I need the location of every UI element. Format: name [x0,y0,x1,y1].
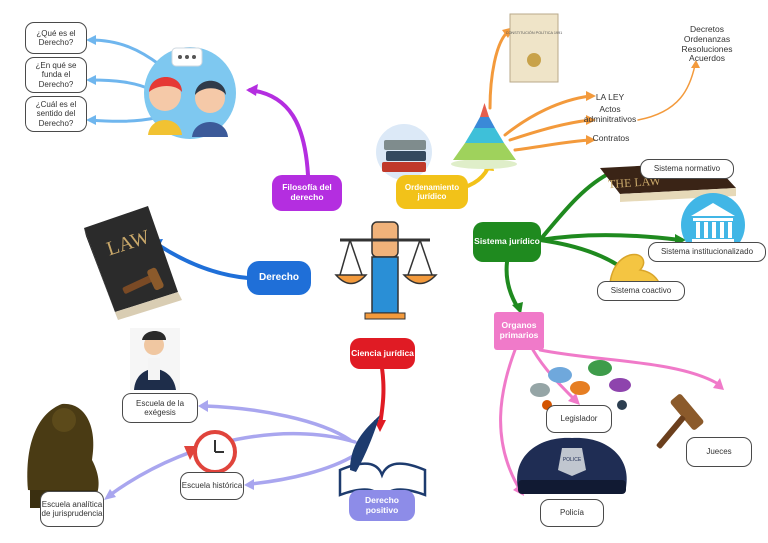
speech-bubbles-people-icon [530,360,631,410]
constitution-document-title: CONSTITUCIÓN POLÍTICA 1991 [506,30,563,35]
connector-ciencia [378,366,386,427]
sistema-institucionalizado-label: Sistema institucionalizado [660,247,754,257]
arrowhead-legislador [568,393,580,405]
node-ciencia-juridica[interactable]: Ciencia jurídica [350,338,415,369]
books-stack-icon [376,124,432,180]
institution-building-icon [681,193,745,257]
node-filosofia-del-derecho[interactable]: Filosofía del derecho [272,175,342,211]
judge-gavel-icon [656,394,704,449]
connector-sistema-coactivo [538,238,627,272]
sistema-institucionalizado[interactable]: Sistema institucionalizado [648,242,766,262]
connector-ley [503,94,592,137]
sistema-coactivo[interactable]: Sistema coactivo [597,281,685,301]
connector-historica [248,453,357,486]
question-3-label: ¿Cuál es el sentido del Derecho? [35,100,77,128]
arrowhead-decretos [691,60,700,68]
arrowhead-q3 [86,115,96,125]
connector-question-2 [88,78,154,92]
organo-policia[interactable]: Policía [540,499,604,527]
police-cap-badge-text: POLICE [563,457,582,463]
connectors [88,28,722,497]
history-clock-icon [184,430,237,474]
question-cual-es-el-sentido[interactable]: ¿Cuál es el sentido del Derecho? [25,96,87,132]
ordenamiento-item-contratos: Contratos [592,133,630,143]
school-historica[interactable]: Escuela histórica [180,472,244,500]
decree-ordenanzas: Ordenanzas [683,33,731,44]
connector-exegesis [203,404,352,442]
node-derecho-label: Derecho [258,272,299,284]
connector-contratos [513,138,592,152]
school-historica-label: Escuela histórica [181,481,243,491]
decree-acuerdos: Acuerdos [689,53,725,64]
police-cap-icon: POLICE [517,437,627,494]
connector-sistema-organos [504,260,520,310]
school-exegesis-label: Escuela de la exégesis [135,398,185,417]
arrowhead-q1 [86,35,96,45]
arrowhead-filosofia [246,84,258,96]
organo-jueces[interactable]: Jueces [686,437,752,467]
connector-actos [508,118,592,142]
decree-resoluciones: Resoluciones [681,43,733,54]
decrees-list: Decretos Ordenanzas Resoluciones Acuerdo… [672,24,742,64]
node-derecho-positivo-label: Derecho positivo [364,494,399,515]
arrowhead-sistema-organos [512,302,523,314]
question-que-es-el-derecho[interactable]: ¿Qué es el Derecho? [25,22,87,54]
arrowhead-q2 [86,75,96,85]
node-organos-label: Organos primarios [499,320,539,340]
sistema-normativo-label: Sistema normativo [653,164,721,174]
connector-constitucion [488,28,512,110]
ordenamiento-item-actos: Actos adminitrativos [583,104,637,125]
question-2-label: ¿En qué se funda el Derecho? [35,61,77,89]
connector-decretos [637,64,696,121]
justice-scale-fist-icon [334,221,438,320]
organo-policia-label: Policía [559,508,584,518]
node-sistema-label: Sistema jurídico [474,236,540,247]
question-1-label: ¿Qué es el Derecho? [36,28,76,47]
arrowhead-historica [244,479,254,490]
node-sistema-juridico[interactable]: Sistema jurídico [473,222,541,262]
connector-analitica [108,431,357,497]
organo-jueces-label: Jueces [706,447,732,457]
organo-legislador-label: Legislador [560,414,598,424]
arrowhead-analitica [104,489,116,500]
arrowhead-exegesis [198,400,208,412]
node-organos-primarios[interactable]: Organos primarios [494,312,544,350]
connector-question-1 [88,38,162,67]
arrowhead-ley [586,91,596,101]
node-ordenamiento-label: Ordenamiento jurídico [404,182,460,201]
connector-sistema-normativo [538,170,614,242]
node-ciencia-label: Ciencia jurídica [351,347,414,358]
connector-filosofia [248,88,310,177]
napoleon-portrait-icon [130,328,180,390]
people-discussion-icon [144,47,236,139]
ordenamiento-item-la-ley: LA LEY [595,92,625,102]
arrowhead-actos [586,115,596,125]
sistema-normativo[interactable]: Sistema normativo [640,159,734,179]
arrowhead-contratos [586,135,596,145]
connector-question-3 [88,116,157,123]
connector-derecho [158,244,250,280]
node-ordenamiento-juridico[interactable]: Ordenamiento jurídico [396,175,468,209]
school-analitica-label: Escuela analítica de jurisprudencia [41,499,103,518]
connector-policia [499,348,522,492]
constitution-document-icon: CONSTITUCIÓN POLÍTICA 1991 [506,13,563,83]
law-book-gavel-icon: LAW [84,206,182,320]
node-derecho[interactable]: Derecho [247,261,311,295]
school-analitica[interactable]: Escuela analítica de jurisprudencia [40,491,104,527]
pyramid-icon [451,103,517,169]
question-en-que-se-funda[interactable]: ¿En qué se funda el Derecho? [25,57,87,93]
decree-decretos: Decretos [689,24,724,34]
node-filosofia-label: Filosofía del derecho [282,182,332,202]
connector-jueces [538,348,722,387]
connector-sistema-institucional [538,233,682,242]
sistema-coactivo-label: Sistema coactivo [610,286,672,296]
arrowhead-jueces [713,378,724,390]
book-quill-icon [338,415,427,504]
organo-legislador[interactable]: Legislador [546,405,612,433]
school-exegesis[interactable]: Escuela de la exégesis [122,393,198,423]
node-derecho-positivo[interactable]: Derecho positivo [349,490,415,521]
